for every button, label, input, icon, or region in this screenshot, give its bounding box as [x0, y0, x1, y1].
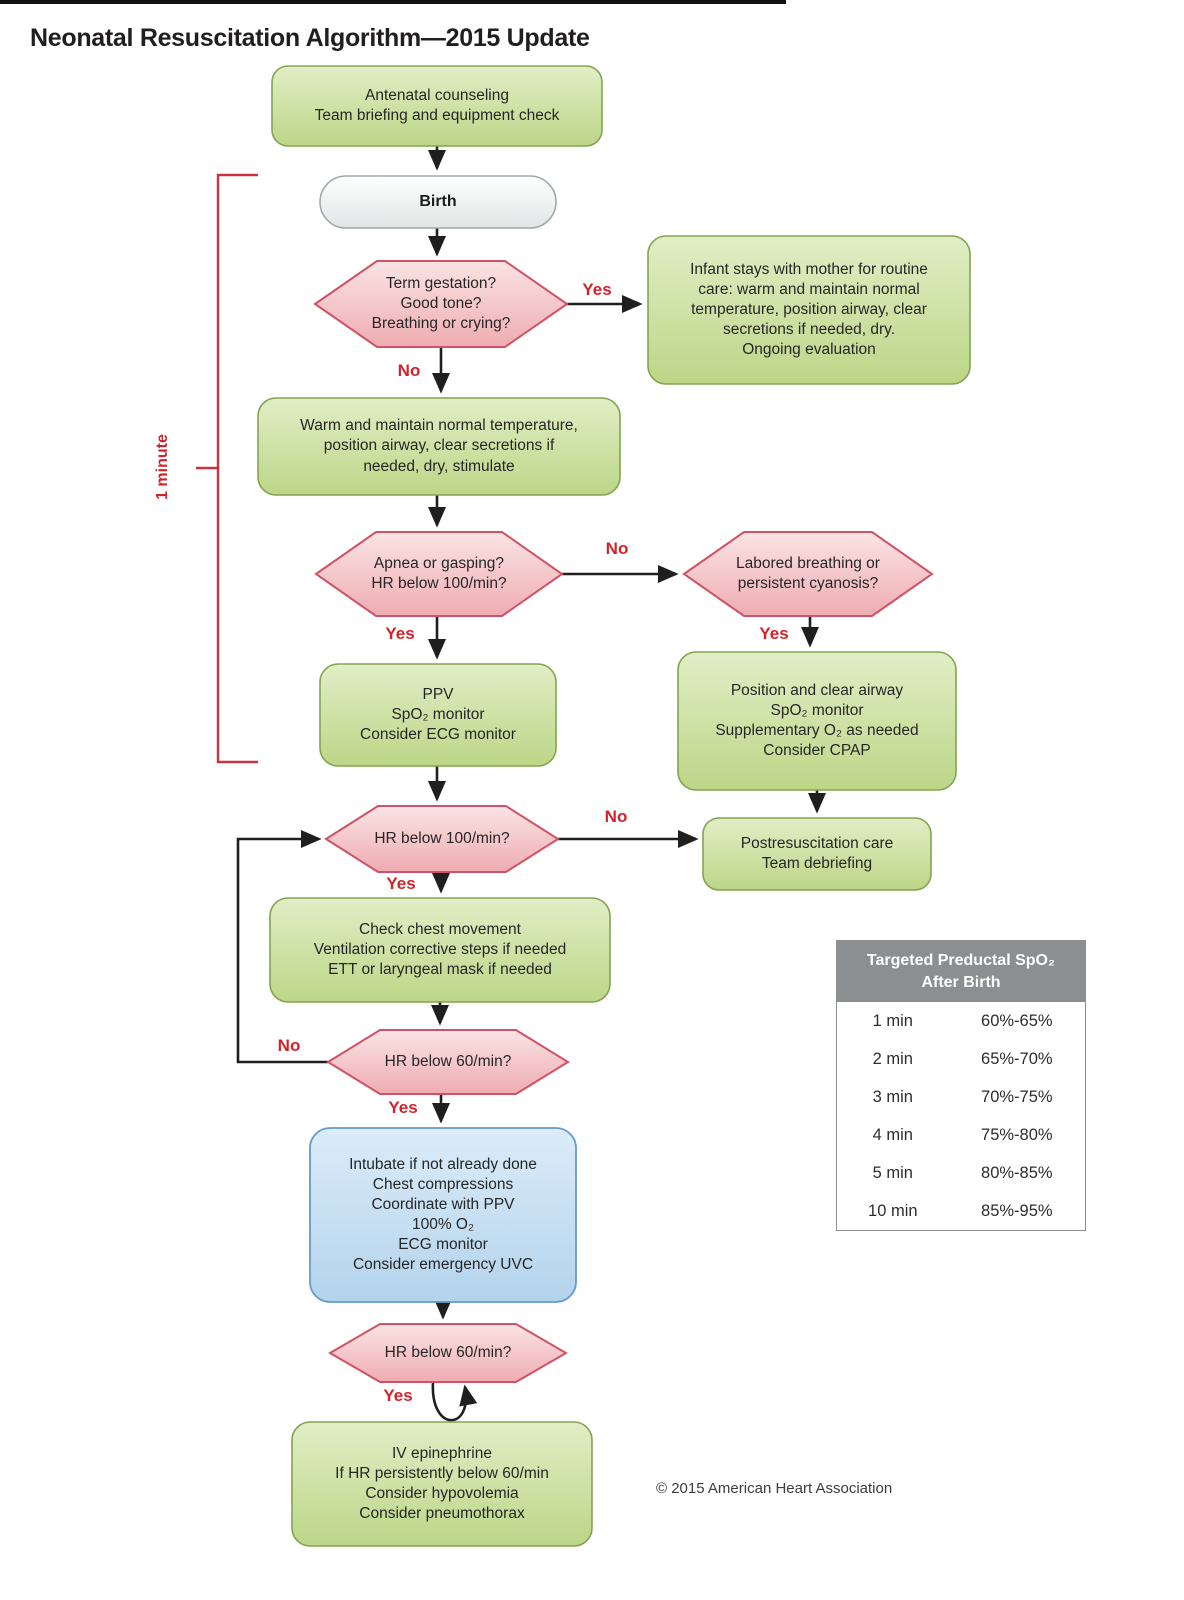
infant-routine-box-shape — [647, 235, 971, 385]
hr100-hexagon-label: HR below 100/min? — [374, 829, 510, 847]
one-minute-label: 1 minute — [154, 434, 171, 500]
position-airway-box-shape — [677, 651, 957, 791]
term-gestation-hexagon-label: Term gestation? Good tone? Breathing or … — [371, 274, 511, 333]
birth-box-label: Birth — [419, 192, 457, 210]
copyright-text: © 2015 American Heart Association — [656, 1480, 893, 1497]
top-rule — [0, 0, 786, 4]
labored-hexagon-label: Labored breathing or persistent cyanosis… — [736, 554, 880, 592]
hr60-first-hexagon-shape — [326, 1029, 570, 1095]
ppv-box-shape — [319, 663, 557, 767]
hr60-second-hexagon-label: HR below 60/min? — [384, 1343, 512, 1361]
apnea-hexagon-shape — [314, 531, 564, 617]
antenatal-box-label: Antenatal counseling Team briefing and e… — [314, 86, 560, 124]
epinephrine-box-label: IV epinephrine If HR persistently below … — [335, 1444, 549, 1523]
antenatal-box-shape — [271, 65, 603, 147]
intubate-box-label: Intubate if not already done Chest compr… — [349, 1155, 537, 1274]
spo2-table-row: 4 min 75%-80% — [837, 1116, 1085, 1154]
arrow-hr60a-feedback-hr100 — [236, 829, 328, 1064]
infant-routine-box-label: Infant stays with mother for routine car… — [690, 260, 928, 359]
intubate-box-shape — [309, 1127, 577, 1303]
postresuscitation-box-label: Postresuscitation care Team debriefing — [740, 834, 894, 872]
spo2-range: 60%-65% — [981, 1011, 1053, 1030]
epinephrine-box-shape — [291, 1421, 593, 1547]
apnea-hexagon-label: Apnea or gasping? HR below 100/min? — [371, 554, 507, 592]
edge-label-hr60a-yes: Yes — [388, 1098, 418, 1117]
spo2-time: 5 min — [872, 1163, 913, 1182]
check-chest-box-shape — [269, 897, 611, 1003]
edge-label-term-no: No — [397, 361, 421, 380]
spo2-range: 65%-70% — [981, 1049, 1053, 1068]
spo2-table-row: 1 min 60%-65% — [837, 1002, 1085, 1040]
hr60-second-hexagon-shape — [328, 1323, 568, 1383]
labored-hexagon-shape — [682, 531, 934, 617]
spo2-range: 80%-85% — [981, 1163, 1053, 1182]
warm-box-label: Warm and maintain normal temperature, po… — [300, 417, 578, 475]
edge-label-hr100-yes: Yes — [386, 874, 416, 893]
edge-label-apnea-no: No — [605, 539, 629, 558]
spo2-range: 75%-80% — [981, 1125, 1053, 1144]
arrow-hr60b-epinephrine-loop — [431, 1381, 478, 1422]
one-minute-bracket — [196, 173, 258, 764]
spo2-target-table: Targeted Preductal SpO₂ After Birth 1 mi… — [836, 940, 1086, 1232]
connector-arrows — [236, 146, 827, 1422]
edge-label-term-yes: Yes — [582, 280, 612, 299]
hr100-hexagon-shape — [324, 805, 560, 873]
term-gestation-hexagon-shape — [313, 260, 569, 348]
edge-label-apnea-yes: Yes — [385, 624, 415, 643]
birth-box-shape — [319, 175, 557, 229]
spo2-time: 10 min — [868, 1201, 918, 1220]
spo2-range: 70%-75% — [981, 1087, 1053, 1106]
spo2-table-body: 1 min 60%-65% 2 min 65%-70% 3 min 70%-75… — [837, 1002, 1085, 1230]
spo2-time: 4 min — [872, 1125, 913, 1144]
spo2-table-title: Targeted Preductal SpO₂ After Birth — [837, 941, 1085, 1003]
spo2-table-row: 10 min 85%-95% — [837, 1192, 1085, 1230]
spo2-time: 2 min — [872, 1049, 913, 1068]
page-title: Neonatal Resuscitation Algorithm—2015 Up… — [30, 24, 590, 52]
ppv-box-label: PPV SpO₂ monitor Consider ECG monitor — [360, 685, 516, 744]
position-airway-box-label: Position and clear airway SpO₂ monitor S… — [715, 681, 919, 760]
warm-box-shape — [257, 397, 621, 496]
spo2-table-row: 5 min 80%-85% — [837, 1154, 1085, 1192]
edge-label-labored-yes: Yes — [759, 624, 789, 643]
spo2-range: 85%-95% — [981, 1201, 1053, 1220]
edge-label-hr100-no: No — [604, 807, 628, 826]
hr60-first-hexagon-label: HR below 60/min? — [384, 1052, 512, 1070]
spo2-time: 3 min — [872, 1087, 913, 1106]
spo2-table-row: 3 min 70%-75% — [837, 1078, 1085, 1116]
spo2-time: 1 min — [872, 1011, 913, 1030]
edge-label-hr60a-no: No — [277, 1036, 301, 1055]
edge-label-hr60b-yes: Yes — [383, 1386, 413, 1405]
check-chest-box-label: Check chest movement Ventilation correct… — [313, 920, 567, 979]
spo2-table-row: 2 min 65%-70% — [837, 1040, 1085, 1078]
postresuscitation-box-shape — [702, 817, 932, 891]
